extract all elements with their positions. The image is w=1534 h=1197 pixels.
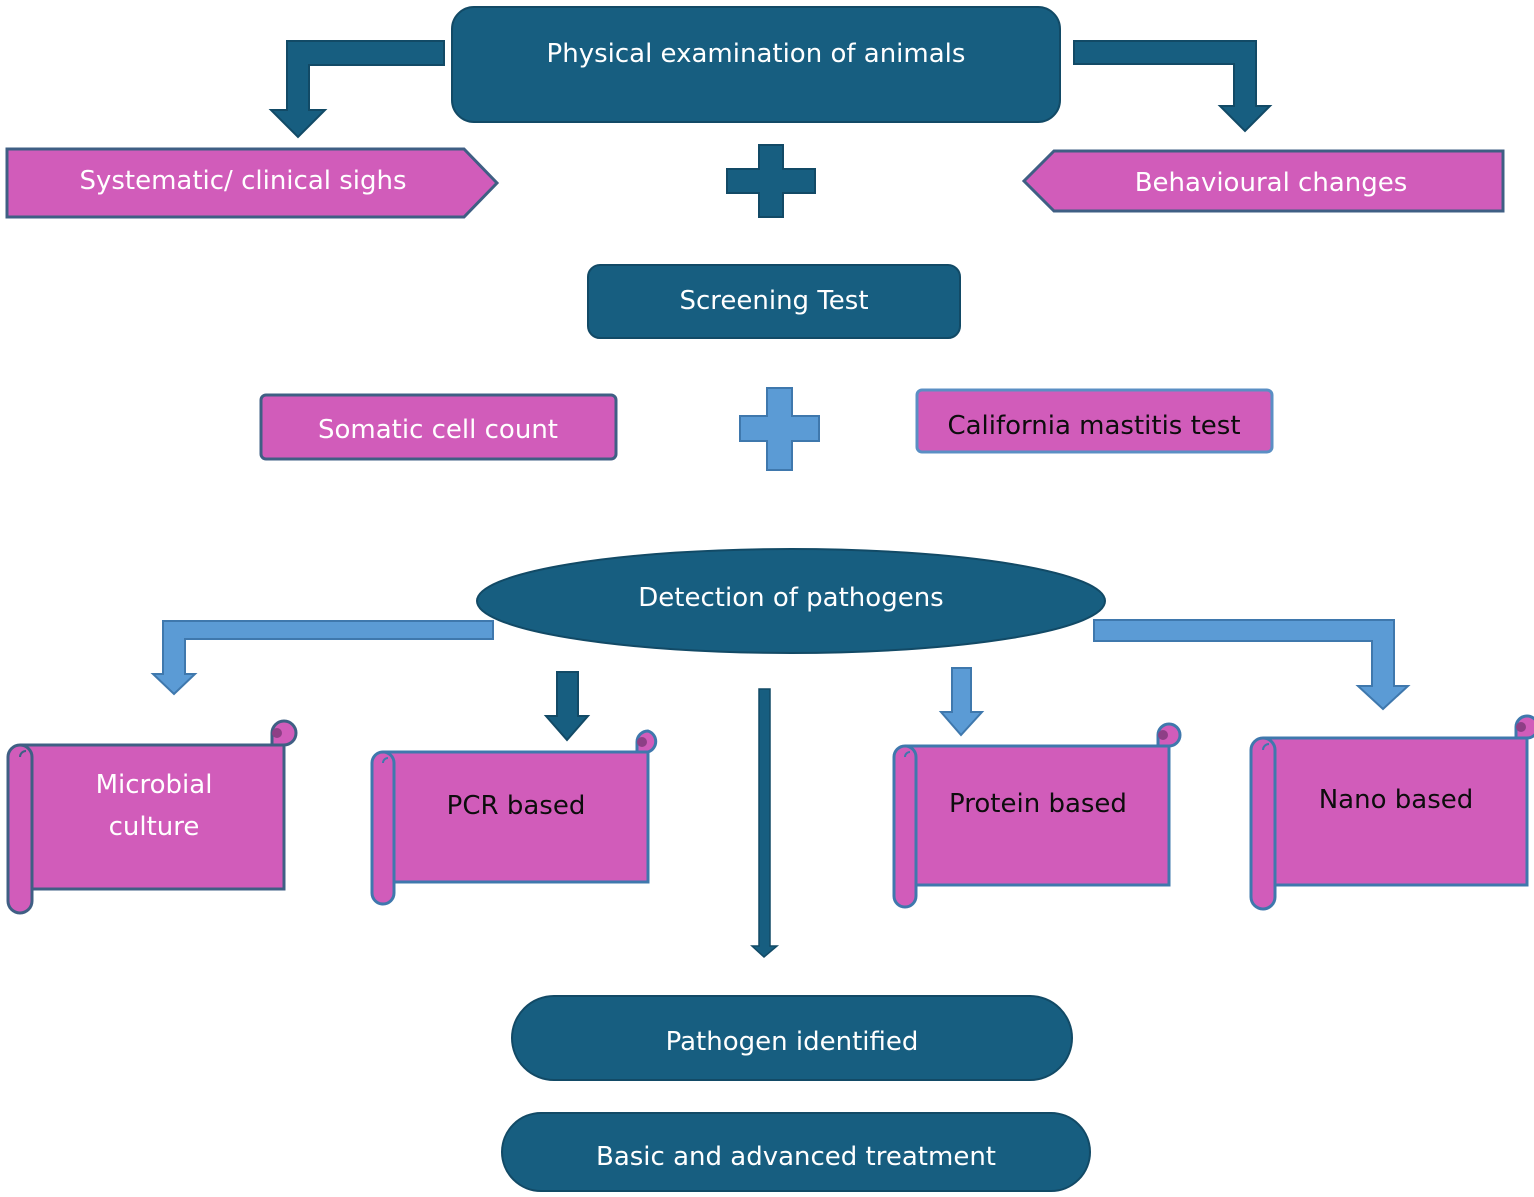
microbial-culture-scroll	[6, 719, 298, 915]
plus-icon	[739, 387, 820, 471]
somatic-cell-box	[259, 393, 618, 461]
nano-label: Nano based	[1319, 785, 1474, 815]
behavioural-box	[1021, 149, 1505, 213]
pcr-scroll	[370, 729, 658, 906]
pcr-label: PCR based	[447, 791, 586, 821]
protein-scroll	[892, 722, 1182, 909]
arrow-icon	[750, 688, 780, 958]
pathogen-identified-label: Pathogen identified	[666, 1027, 919, 1057]
behavioural-label: Behavioural changes	[1135, 168, 1408, 198]
microbial-label-line1: Microbial	[96, 770, 213, 800]
treatment-box	[501, 1112, 1091, 1192]
screening-box	[587, 264, 961, 339]
microbial-label-line2: culture	[109, 812, 200, 842]
down-arrow-icon	[938, 667, 985, 737]
bent-arrow-right-icon	[1073, 40, 1273, 133]
clinical-signs-label: Systematic/ clinical sighs	[79, 166, 406, 196]
clinical-signs-box	[5, 147, 500, 219]
protein-label: Protein based	[949, 789, 1127, 819]
detection-label: Detection of pathogens	[638, 583, 943, 613]
down-arrow-icon	[543, 671, 591, 742]
treatment-label: Basic and advanced treatment	[596, 1142, 996, 1172]
physical-exam-box	[451, 6, 1061, 123]
nano-scroll	[1249, 714, 1534, 911]
plus-icon	[726, 144, 816, 218]
physical-exam-label: Physical examination of animals	[547, 39, 966, 69]
bent-arrow-left-icon	[150, 620, 494, 696]
cmt-box	[915, 388, 1274, 454]
cmt-label: California mastitis test	[947, 411, 1240, 441]
detection-ellipse	[476, 548, 1106, 654]
bent-arrow-left-icon	[268, 40, 445, 139]
screening-label: Screening Test	[679, 286, 868, 316]
somatic-cell-label: Somatic cell count	[318, 415, 558, 445]
bent-arrow-right-icon	[1093, 619, 1411, 711]
pathogen-identified-box	[511, 995, 1073, 1081]
